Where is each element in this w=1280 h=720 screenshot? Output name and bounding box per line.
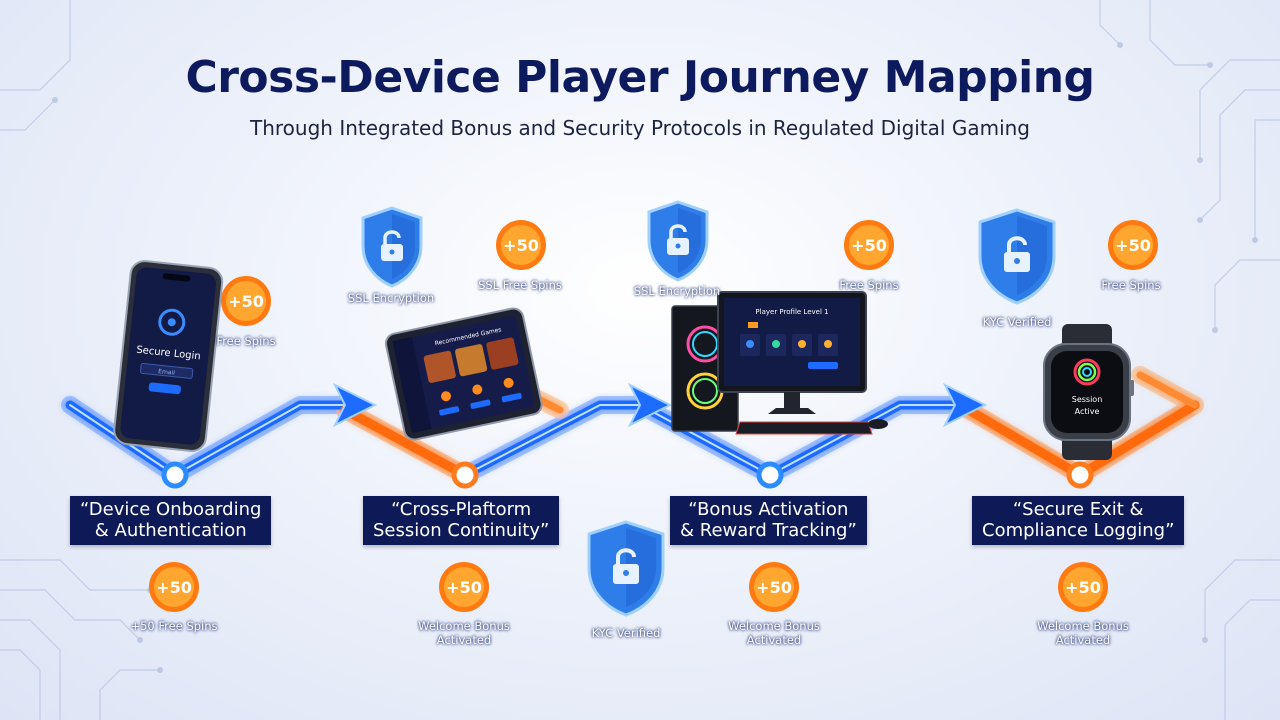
- coin-bonus-icon: +50: [496, 220, 546, 270]
- node-3: [756, 461, 784, 489]
- welcome-bonus-line-1: Welcome Bonus: [418, 619, 510, 633]
- shield-lock-icon: [978, 208, 1056, 305]
- coin-text: +50: [228, 292, 264, 311]
- arrow-head-3: [942, 382, 988, 428]
- free-spins-label: Free Spins: [1101, 278, 1161, 292]
- coin-text: +50: [1065, 578, 1101, 597]
- welcome-bonus-line-2: Activated: [436, 633, 492, 647]
- node-1: [161, 461, 189, 489]
- arrow-head-2: [627, 382, 673, 428]
- welcome-bonus-line-2: Activated: [746, 633, 802, 647]
- watch-line-2: Active: [1075, 407, 1100, 416]
- node-2: [451, 461, 479, 489]
- welcome-bonus-line-2: Activated: [1055, 633, 1111, 647]
- shield-lock-icon: [647, 200, 709, 282]
- page-title: Cross-Device Player Journey Mapping: [185, 52, 1095, 103]
- stage-label-4-line-2: Compliance Logging”: [982, 520, 1175, 541]
- kyc-verified-label: KYC Verified: [982, 315, 1052, 329]
- arrow-head-1: [332, 382, 378, 428]
- stage-label-4: “Secure Exit & Compliance Logging”: [972, 496, 1185, 545]
- coin-bonus-icon: +50: [844, 220, 894, 270]
- coin-text: +50: [446, 578, 482, 597]
- stage-label-2-line-2: Session Continuity”: [373, 520, 550, 541]
- watch-line-1: Session: [1072, 395, 1103, 404]
- path-segment-2: [340, 405, 470, 480]
- desktop-computer-icon: Player Profile Level 1: [671, 291, 888, 435]
- coin-bonus-icon: +50: [149, 562, 199, 612]
- welcome-bonus-label: Welcome Bonus Activated: [728, 619, 820, 647]
- page-subtitle: Through Integrated Bonus and Security Pr…: [250, 116, 1030, 140]
- stage-label-3: “Bonus Activation & Reward Tracking”: [670, 496, 867, 545]
- stage-label-1-line-1: “Device Onboarding: [80, 499, 262, 520]
- coin-text: +50: [756, 578, 792, 597]
- free-spins-label: Free Spins: [839, 278, 899, 292]
- free-spins-label: +50 Free Spins: [130, 619, 218, 633]
- welcome-bonus-label: Welcome Bonus Activated: [418, 619, 510, 647]
- ssl-encryption-label: SSL Encryption: [347, 291, 435, 305]
- coin-text: +50: [1115, 236, 1151, 255]
- tablet-icon: Recommended Games: [384, 307, 543, 441]
- phone-email-field: Email: [158, 368, 176, 377]
- coin-bonus-icon: +50: [749, 562, 799, 612]
- shield-lock-icon: [361, 206, 423, 288]
- path-arrows: [332, 382, 988, 428]
- path-nodes: [161, 461, 1094, 489]
- coin-text: +50: [156, 578, 192, 597]
- coin-bonus-icon: +50: [1058, 562, 1108, 612]
- stage-label-4-line-1: “Secure Exit &: [1012, 499, 1144, 520]
- stage-label-3-line-1: “Bonus Activation: [688, 499, 849, 520]
- coin-bonus-icon: +50: [221, 276, 271, 326]
- coin-bonus-icon: +50: [1108, 220, 1158, 270]
- smartwatch-icon: Session Active: [1043, 324, 1134, 460]
- welcome-bonus-line-1: Welcome Bonus: [1037, 619, 1129, 633]
- coin-text: +50: [503, 236, 539, 255]
- ssl-free-spins-label: SSL Free Spins: [478, 278, 562, 292]
- kyc-verified-label: KYC Verified: [591, 626, 661, 640]
- stage-label-2: “Cross-Plaftorm Session Continuity”: [363, 496, 560, 545]
- stage-label-3-line-2: & Reward Tracking”: [680, 520, 857, 541]
- stage-label-1-line-2: & Authentication: [94, 520, 247, 541]
- node-4: [1066, 461, 1094, 489]
- coin-text: +50: [851, 236, 887, 255]
- smartphone-icon: Secure Login Email: [113, 260, 224, 452]
- free-spins-label: Free Spins: [216, 334, 276, 348]
- welcome-bonus-line-1: Welcome Bonus: [728, 619, 820, 633]
- welcome-bonus-label: Welcome Bonus Activated: [1037, 619, 1129, 647]
- stage-label-1: “Device Onboarding & Authentication: [70, 496, 272, 545]
- shield-lock-icon: [587, 520, 665, 617]
- monitor-screen-title: Player Profile Level 1: [755, 308, 828, 316]
- ssl-encryption-label: SSL Encryption: [633, 284, 721, 298]
- coin-bonus-icon: +50: [439, 562, 489, 612]
- stage-label-2-line-1: “Cross-Plaftorm: [391, 499, 532, 520]
